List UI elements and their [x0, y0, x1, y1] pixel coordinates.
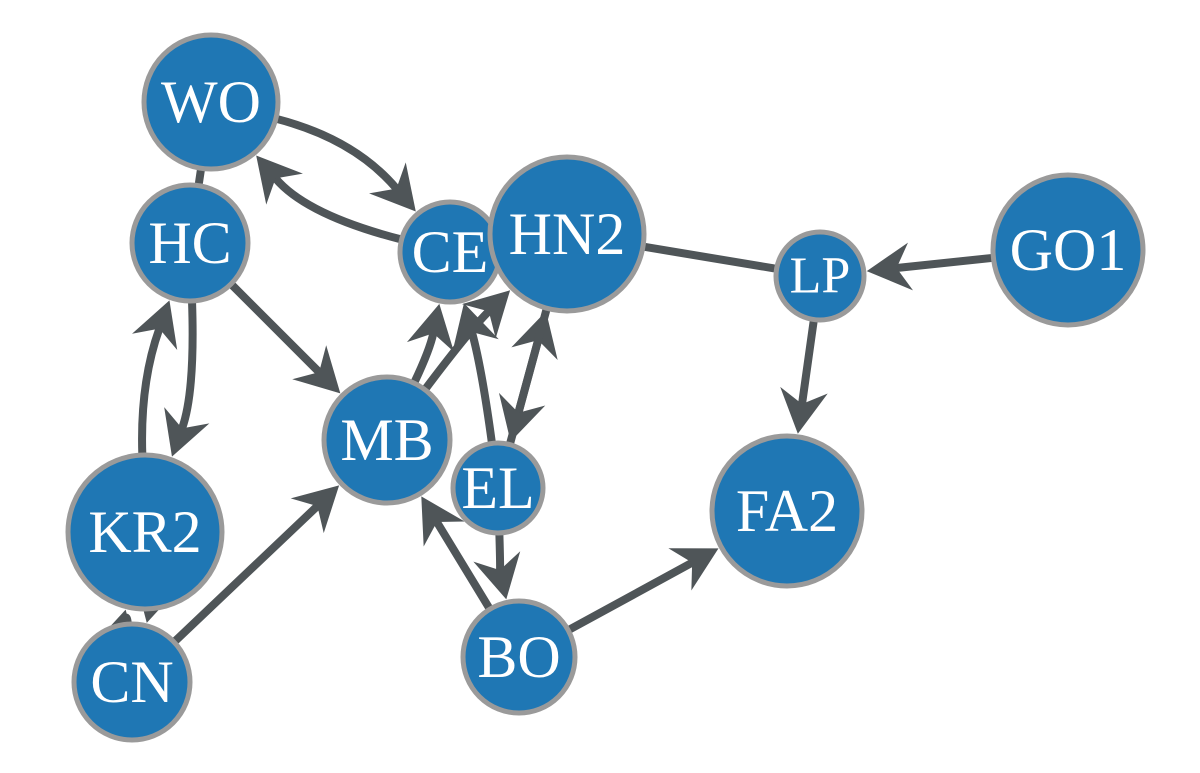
edge-bo-to-mb	[432, 518, 494, 614]
arrowhead-hc-to-kr2	[164, 407, 210, 457]
node-circle	[129, 182, 251, 304]
arrowhead-wo-to-ce	[369, 162, 416, 212]
node-label: HN2	[509, 201, 626, 267]
edge-layer	[91, 114, 998, 659]
node-circle	[487, 154, 647, 314]
node-cn: CN	[71, 621, 193, 743]
node-label: EL	[461, 455, 534, 521]
node-lp: LP	[773, 229, 867, 323]
node-label: WO	[161, 69, 261, 135]
node-hn2: HN2	[487, 154, 647, 314]
node-circle	[460, 598, 578, 716]
edge-kr2-to-hc	[138, 324, 164, 460]
node-circle	[773, 229, 867, 323]
node-label: LP	[790, 248, 851, 305]
edge-wo-to-ce	[271, 114, 401, 193]
node-label: KR2	[88, 499, 201, 565]
arrowhead-hc-to-mb	[292, 345, 341, 394]
edge-bo-to-fa2	[564, 558, 697, 635]
node-circle	[141, 32, 281, 172]
edge-hn2-to-el	[514, 304, 551, 417]
arrowhead-el-to-bo	[473, 551, 521, 600]
edge-hc-to-kr2	[178, 296, 197, 433]
arrowhead-ce-to-wo	[256, 155, 303, 205]
node-circle	[321, 374, 453, 506]
node-label: HC	[148, 210, 231, 276]
arrowhead-hn2-to-el	[498, 392, 546, 442]
arrowhead-lp-to-fa2	[780, 386, 828, 434]
node-circle	[450, 440, 546, 536]
node-hc: HC	[129, 182, 251, 304]
arrowhead-kr2-to-hc	[132, 300, 178, 350]
edge-hn2-to-lp	[638, 242, 778, 273]
node-circle	[709, 433, 865, 589]
node-label: MB	[340, 407, 433, 473]
node-fa2: FA2	[709, 433, 865, 589]
edge-ce-to-wo	[271, 174, 406, 244]
arrowhead-mb-to-ce	[406, 303, 454, 352]
edge-lp-to-fa2	[798, 315, 818, 409]
node-circle	[71, 621, 193, 743]
node-go1: GO1	[990, 172, 1146, 328]
node-label: BO	[477, 624, 560, 690]
arrowhead-go1-to-lp	[866, 242, 914, 291]
node-circle	[65, 452, 225, 612]
node-bo: BO	[460, 598, 578, 716]
node-label: FA2	[736, 478, 838, 544]
arrowhead-cn-to-mb	[290, 485, 340, 534]
node-ce: CE	[397, 199, 503, 305]
node-label: CE	[412, 219, 489, 285]
node-circle	[990, 172, 1146, 328]
node-mb: MB	[321, 374, 453, 506]
arrowhead-mb-to-hn2	[461, 290, 511, 339]
edge-hc-to-mb	[227, 280, 324, 377]
edge-el-to-ce	[467, 328, 496, 448]
node-wo: WO	[141, 32, 281, 172]
edge-el-to-bo	[495, 528, 505, 575]
arrowhead-bo-to-mb	[421, 496, 465, 547]
node-kr2: KR2	[65, 452, 225, 612]
edge-cn-to-mb	[170, 502, 322, 647]
node-label: CN	[90, 649, 173, 715]
node-el: EL	[450, 440, 546, 536]
arrowhead-el-to-ce	[452, 303, 499, 352]
edge-mb-to-ce	[410, 329, 438, 388]
arrowhead-bo-to-fa2	[668, 548, 719, 591]
edge-go1-to-lp	[892, 253, 998, 272]
node-label: GO1	[1010, 217, 1127, 283]
